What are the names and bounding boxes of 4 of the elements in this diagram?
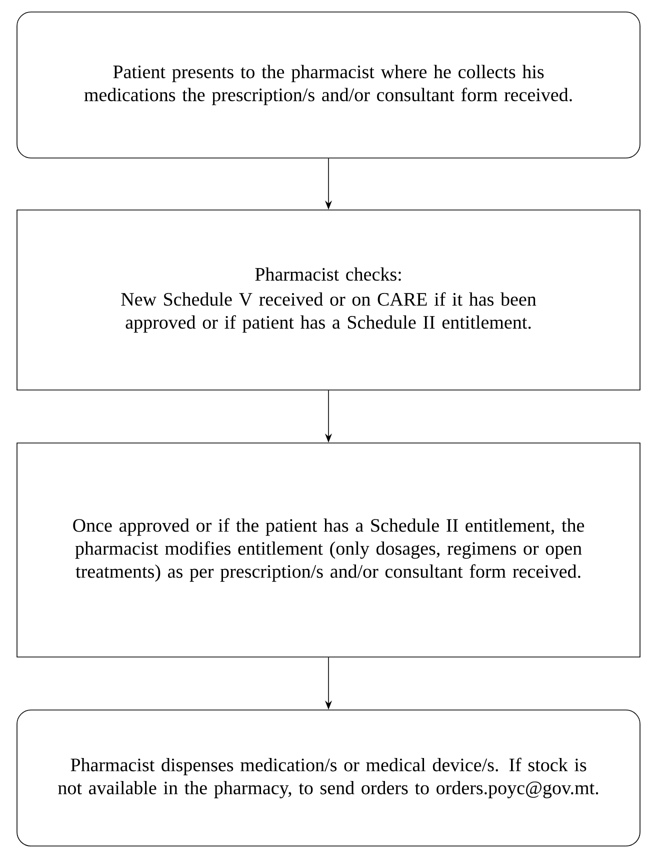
process-box: Once approved or if the patient has a Schedule II entitlement, the pharmacist modifies entitlement (only dosages, regimens or open treatments) as per prescription/s and/or consultant form received.: [16, 442, 640, 658]
rounded-box: Pharmacist dispenses medication/s or medical device/s. If stock is not available in the pharmacy, to send orders to orders.poyc@gov.mt.: [16, 710, 640, 846]
process-box: Pharmacist checks: New Schedule V received or on CARE if it has been approved or if patient has a Schedule II entitlement.: [16, 210, 640, 390]
rounded-box: Patient presents to the pharmacist where he collects his medications the prescription/s and/or consultant form received.: [16, 12, 640, 158]
